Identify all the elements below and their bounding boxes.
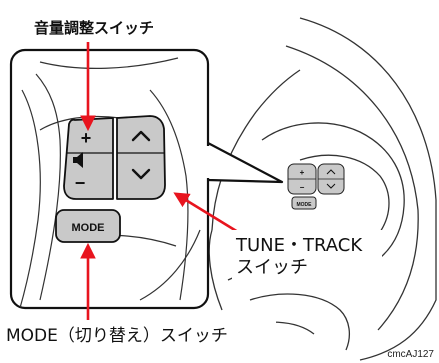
mode-button[interactable]: MODE	[55, 209, 121, 243]
svg-text:MODE: MODE	[297, 202, 313, 208]
tune-track-label-line1: TUNE・TRACK	[235, 235, 363, 256]
tune-track-rocker[interactable]	[116, 115, 166, 200]
figure-code: cmcAJ127	[387, 349, 434, 360]
tune-track-callout-arrow	[173, 192, 239, 234]
down-chevron-icon[interactable]	[131, 168, 151, 180]
mode-switch-label: MODE（切り替え）スイッチ	[6, 326, 228, 346]
svg-text:+: +	[300, 168, 305, 177]
svg-text:−: −	[300, 183, 305, 192]
volume-up-key[interactable]: +	[81, 128, 92, 148]
speaker-icon	[73, 152, 83, 168]
volume-rocker[interactable]	[63, 117, 114, 200]
zoom-panel-content: + − MODE	[19, 57, 201, 308]
wheel-switch-cluster: + − MODE	[287, 163, 345, 210]
mode-button-label: MODE	[72, 222, 105, 234]
volume-switch-label: 音量調整スイッチ	[34, 19, 154, 37]
zoom-connector	[206, 141, 284, 184]
volume-down-key[interactable]: −	[75, 173, 86, 193]
steering-wheel-overview	[208, 17, 437, 361]
tune-track-label-line2: スイッチ	[236, 257, 308, 278]
up-chevron-icon[interactable]	[131, 130, 151, 142]
